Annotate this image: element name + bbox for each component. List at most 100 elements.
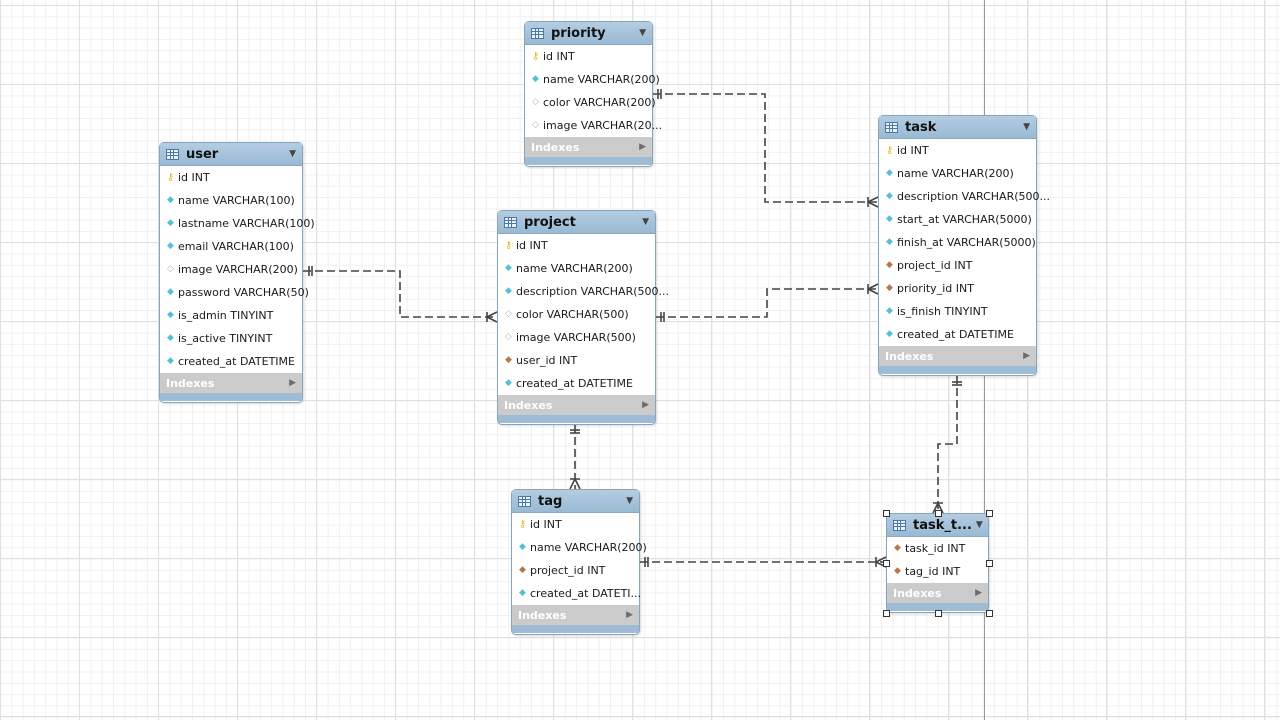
- table-project[interactable]: project▼⚷id INT ◆ name VARCHAR(200) ◆descri…: [497, 210, 669, 425]
- column-row[interactable]: ◆project_id INT: [879, 254, 1036, 277]
- play-right-icon[interactable]: ▶: [975, 588, 982, 598]
- column-label: name VARCHAR(200): [516, 262, 633, 275]
- play-right-icon[interactable]: ▶: [639, 142, 646, 152]
- table-header[interactable]: task_t...▼: [887, 514, 988, 537]
- column-label: start_at VARCHAR(5000): [897, 213, 1032, 226]
- diamond-filled-icon: ◆: [886, 237, 893, 247]
- column-row[interactable]: ⚷id INT: [512, 513, 639, 536]
- table-header[interactable]: user▼: [160, 143, 302, 166]
- column-row[interactable]: ◆ name VARCHAR(200): [498, 257, 655, 280]
- resize-handle[interactable]: [986, 560, 993, 567]
- resize-handle[interactable]: [883, 610, 890, 617]
- indexes-section[interactable]: Indexes▶: [160, 373, 302, 393]
- cardinality-many-mark: [569, 478, 581, 490]
- indexes-section[interactable]: Indexes ▶: [879, 346, 1036, 366]
- column-row[interactable]: ◆description VARCHAR(500...: [498, 280, 669, 303]
- column-label: project_id INT: [897, 259, 973, 272]
- play-right-icon[interactable]: ▶: [289, 378, 296, 388]
- column-row[interactable]: ◆ start_at VARCHAR(5000): [879, 208, 1036, 231]
- column-row[interactable]: ◆ finish_at VARCHAR(5000): [879, 231, 1036, 254]
- table-user[interactable]: user▼⚷id INT◆name VARCHAR(100)◆lastname …: [159, 142, 315, 403]
- play-right-icon[interactable]: ▶: [1023, 351, 1030, 361]
- column-row[interactable]: ⚷id INT: [498, 234, 655, 257]
- resize-handle[interactable]: [934, 510, 942, 517]
- column-label: project_id INT: [530, 564, 606, 577]
- table-footer: [498, 415, 655, 423]
- column-label: tag_id INT: [905, 565, 961, 578]
- resize-handle[interactable]: [934, 610, 942, 617]
- column-row[interactable]: ◇image VARCHAR(200): [160, 258, 302, 281]
- column-row[interactable]: ◇ color VARCHAR(500): [498, 303, 655, 326]
- column-row[interactable]: ◆email VARCHAR(100): [160, 235, 302, 258]
- table-footer: [512, 625, 639, 633]
- diamond-filled-icon: ◆: [167, 310, 174, 320]
- column-row[interactable]: ⚷id INT: [160, 166, 302, 189]
- diamond-outline-icon: ◇: [505, 309, 512, 319]
- table-name: tag: [538, 493, 563, 509]
- table-tag[interactable]: tag ▼ ⚷id INT◆name VARCHAR(200)◆project_id…: [511, 489, 647, 635]
- indexes-section[interactable]: Indexes▶: [512, 605, 639, 625]
- column-row[interactable]: ◆priority_id INT: [879, 277, 1036, 300]
- resize-handle[interactable]: [986, 510, 993, 517]
- column-row[interactable]: ◆name VARCHAR(200): [512, 536, 647, 559]
- column-row[interactable]: ⚷id INT: [525, 45, 652, 68]
- column-row[interactable]: ◆password VARCHAR(50): [160, 281, 309, 304]
- table-header[interactable]: project▼: [498, 211, 655, 234]
- chevron-down-icon[interactable]: ▼: [626, 496, 633, 506]
- column-row[interactable]: ◇image VARCHAR(20...: [525, 114, 662, 137]
- chevron-down-icon[interactable]: ▼: [1023, 122, 1030, 132]
- column-row[interactable]: ◆created_at DATETIME: [160, 350, 302, 373]
- indexes-section[interactable]: Indexes▶: [887, 583, 988, 603]
- column-row[interactable]: ◆lastname VARCHAR(100): [160, 212, 315, 235]
- diamond-filled-icon: ◆: [886, 214, 893, 224]
- table-header[interactable]: tag ▼: [512, 490, 639, 513]
- table-header[interactable]: task▼: [879, 116, 1036, 139]
- indexes-section[interactable]: Indexes ▶: [525, 137, 652, 157]
- resize-handle[interactable]: [883, 560, 890, 567]
- column-row[interactable]: ◆is_active TINYINT: [160, 327, 302, 350]
- diamond-filled-icon: ◆: [167, 333, 174, 343]
- indexes-label: Indexes: [531, 140, 580, 154]
- column-row[interactable]: ◆name VARCHAR(200): [525, 68, 660, 91]
- indexes-label: Indexes: [885, 349, 934, 363]
- chevron-down-icon[interactable]: ▼: [639, 28, 646, 38]
- column-row[interactable]: ◇image VARCHAR(500): [498, 326, 655, 349]
- indexes-section[interactable]: Indexes▶: [498, 395, 655, 415]
- table-header[interactable]: priority▼: [525, 22, 652, 45]
- play-right-icon[interactable]: ▶: [626, 610, 633, 620]
- resize-handle[interactable]: [986, 610, 993, 617]
- column-label: color VARCHAR(500): [516, 308, 629, 321]
- column-row[interactable]: ◆name VARCHAR(100): [160, 189, 302, 212]
- column-row[interactable]: ◆task_id INT: [887, 537, 988, 560]
- column-label: id INT: [178, 171, 210, 184]
- column-row[interactable]: ◇color VARCHAR(200): [525, 91, 656, 114]
- chevron-down-icon[interactable]: ▼: [975, 520, 983, 530]
- column-row[interactable]: ◆description VARCHAR(500...: [879, 185, 1050, 208]
- play-right-icon[interactable]: ▶: [642, 400, 649, 410]
- column-row[interactable]: ◆created_at DATETIME: [498, 372, 655, 395]
- relationship-project-task: [656, 288, 878, 318]
- column-label: id INT: [543, 50, 575, 63]
- diamond-filled-icon: ◆: [505, 286, 512, 296]
- column-row[interactable]: ◆is_admin TINYINT: [160, 304, 302, 327]
- column-row[interactable]: ◆created_at DATETIME: [879, 323, 1036, 346]
- resize-handle[interactable]: [883, 510, 890, 517]
- column-row[interactable]: ⚷id INT: [879, 139, 1036, 162]
- table-task[interactable]: task▼⚷id INT◆name VARCHAR(200)◆descripti…: [878, 115, 1050, 376]
- column-row[interactable]: ◆project_id INT: [512, 559, 639, 582]
- chevron-down-icon[interactable]: ▼: [289, 149, 296, 159]
- column-row[interactable]: ◆name VARCHAR(200): [879, 162, 1036, 185]
- column-label: finish_at VARCHAR(5000): [897, 236, 1036, 249]
- table-priority[interactable]: priority▼⚷id INT◆name VARCHAR(200)◇color…: [524, 21, 662, 167]
- column-label: name VARCHAR(100): [178, 194, 295, 207]
- column-row[interactable]: ◆created_at DATETI...: [512, 582, 641, 605]
- column-label: image VARCHAR(500): [516, 331, 636, 344]
- column-row[interactable]: ◆user_id INT: [498, 349, 655, 372]
- column-label: task_id INT: [905, 542, 966, 555]
- column-row[interactable]: ◆is_finish TINYINT: [879, 300, 1036, 323]
- column-row[interactable]: ◆tag_id INT: [887, 560, 988, 583]
- diamond-filled-icon: ◆: [505, 263, 512, 273]
- chevron-down-icon[interactable]: ▼: [642, 217, 649, 227]
